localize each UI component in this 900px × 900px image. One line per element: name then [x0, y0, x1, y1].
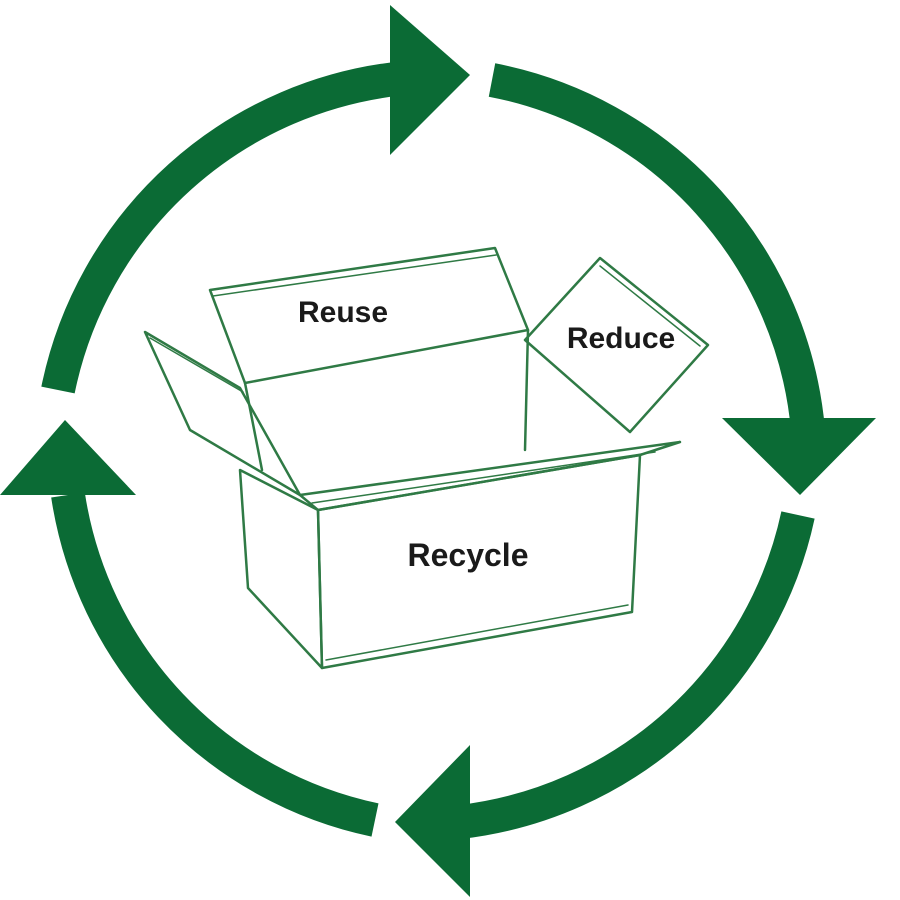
recycle-arrows-icon	[0, 5, 876, 897]
arrow-right	[488, 63, 876, 495]
open-cardboard-box-icon	[143, 246, 710, 670]
reduce-label: Reduce	[567, 322, 675, 355]
reuse-label: Reuse	[298, 296, 388, 329]
right-flap	[523, 256, 710, 434]
recycle-label: Recycle	[408, 537, 529, 573]
box-side	[238, 468, 324, 670]
arrow-bottom	[395, 511, 815, 897]
left-flap	[143, 330, 302, 497]
arrow-top	[41, 5, 470, 394]
arrow-left	[0, 420, 379, 837]
